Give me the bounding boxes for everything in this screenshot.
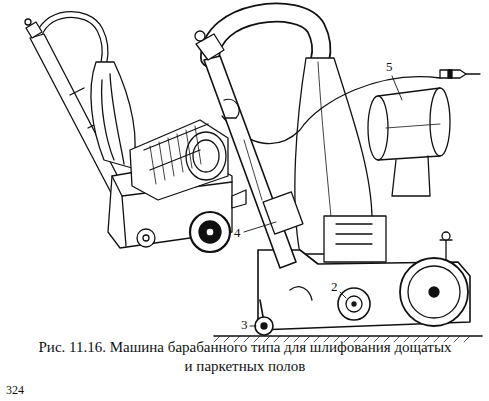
large-machine <box>195 13 482 342</box>
page-number: 324 <box>6 383 24 398</box>
callout-number: 3 <box>240 318 249 332</box>
callout-number: 2 <box>330 280 339 294</box>
figure-caption: Рис. 11.16. Машина барабанного типа для … <box>38 338 452 376</box>
callout-number: 5 <box>385 60 394 74</box>
small-machine <box>25 14 246 252</box>
callout-number: 4 <box>233 226 242 240</box>
